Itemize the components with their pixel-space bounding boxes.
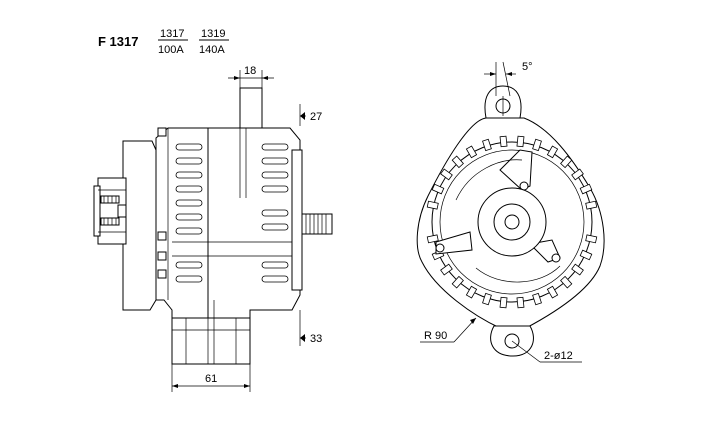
bottom-mounting-ear bbox=[171, 317, 251, 365]
vent-slot bbox=[431, 183, 445, 195]
vent-slot bbox=[532, 138, 542, 152]
dim-holes: 2-ø12 bbox=[544, 350, 573, 362]
side-view bbox=[93, 87, 333, 365]
dim-angle: 5° bbox=[522, 61, 533, 73]
title-block: F 1317 1317 100A 1319 140A bbox=[98, 28, 229, 56]
vent-slot bbox=[560, 155, 573, 169]
vent-slot bbox=[546, 145, 559, 159]
side-view-dimensions: 18 27 33 61 bbox=[171, 65, 322, 392]
vent-slot bbox=[546, 285, 559, 299]
vent-slot bbox=[499, 296, 508, 309]
dim-bottom-offset: 33 bbox=[310, 333, 322, 345]
vent-slot bbox=[426, 234, 439, 244]
variant-2-current: 140A bbox=[199, 44, 225, 56]
variant-1-current: 100A bbox=[158, 44, 184, 56]
vent-slot bbox=[499, 135, 508, 148]
vent-slot bbox=[465, 145, 478, 159]
cooling-slots-rear bbox=[175, 143, 203, 283]
variant-1-part: 1317 bbox=[160, 28, 184, 40]
dim-radius: R 90 bbox=[424, 330, 447, 342]
connector-block bbox=[93, 177, 127, 245]
top-mounting-ear bbox=[239, 87, 263, 129]
vent-slot bbox=[571, 263, 584, 276]
cooling-slots-front bbox=[261, 143, 289, 283]
vent-slot bbox=[516, 296, 525, 309]
vent-slot bbox=[465, 285, 478, 299]
front-view-dimensions: 5° R 90 2-ø12 bbox=[420, 61, 582, 363]
vent-slot bbox=[440, 168, 453, 181]
vent-slot bbox=[482, 138, 492, 152]
rear-bolts bbox=[157, 127, 167, 279]
front-flange bbox=[291, 149, 303, 291]
dim-body-width: 61 bbox=[205, 373, 217, 385]
vent-slot bbox=[426, 200, 439, 210]
inner-ring bbox=[431, 141, 593, 303]
front-vent-slots bbox=[426, 135, 598, 309]
vent-slot bbox=[585, 234, 598, 244]
vent-slot bbox=[451, 275, 464, 289]
dim-top-offset: 27 bbox=[310, 111, 322, 123]
vent-slot bbox=[571, 168, 584, 181]
dim-top-width: 18 bbox=[244, 65, 256, 77]
vent-slot bbox=[579, 249, 593, 261]
pulley-shaft bbox=[301, 213, 333, 235]
variant-2-part: 1319 bbox=[201, 28, 225, 40]
top-mounting-lug bbox=[484, 85, 522, 119]
shaft-center bbox=[504, 214, 520, 230]
vent-slot bbox=[516, 135, 525, 148]
vent-slot bbox=[451, 155, 464, 169]
model-label: F 1317 bbox=[98, 34, 138, 49]
rear-cover bbox=[122, 140, 157, 311]
vent-slot bbox=[579, 183, 593, 195]
rear-housing bbox=[155, 123, 301, 319]
vent-slot bbox=[532, 292, 542, 306]
vent-slot bbox=[585, 200, 598, 210]
vent-slot bbox=[440, 263, 453, 276]
vent-slot bbox=[560, 275, 573, 289]
front-view bbox=[416, 85, 605, 357]
vent-slot bbox=[482, 292, 492, 306]
